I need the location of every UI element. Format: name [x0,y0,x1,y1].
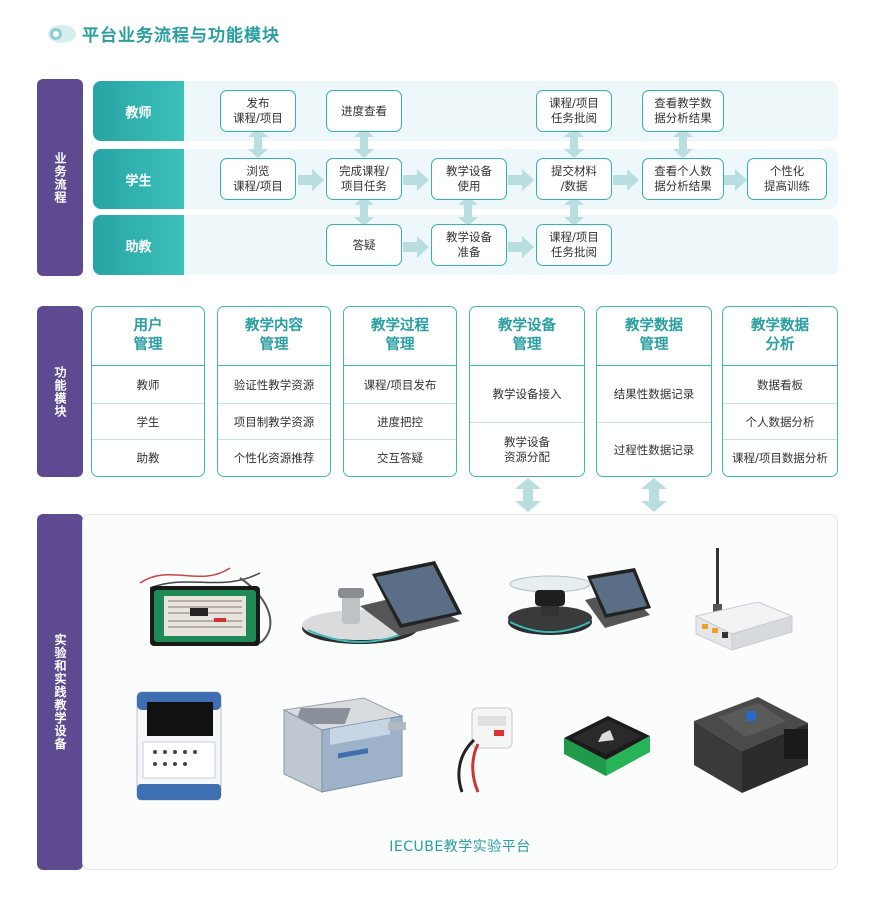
flow-box-qa: 答疑 [326,224,402,266]
current-probe-icon [457,707,513,793]
module-item: 个人数据分析 [723,403,837,440]
square-device-icon [564,716,650,776]
modules-sidebar: 功能模块 [37,306,83,477]
platform-label: IECUBE教学实验平台 [389,839,531,855]
module-item: 课程/项目数据分析 [723,439,837,476]
double-arrow-icon [248,128,268,158]
flow-box-personal-analysis: 查看个人数 据分析结果 [642,158,724,200]
right-arrow-icon [613,169,639,191]
module-title: 教学内容 管理 [218,307,330,366]
module-device-management: 教学设备 管理 教学设备接入 教学设备 资源分配 [469,306,585,477]
module-title: 教学数据 分析 [723,307,837,366]
business-flow-sidebar: 业务流程 [37,79,83,276]
breadboard-kit-icon [139,567,272,646]
module-process-management: 教学过程 管理 课程/项目发布 进度把控 交互答疑 [343,306,457,477]
module-item: 助教 [92,439,204,476]
flow-box-device-prep: 教学设备 准备 [431,224,507,266]
double-arrow-icon [564,196,584,226]
module-item: 个性化资源推荐 [218,439,330,476]
module-data-analysis: 教学数据 分析 数据看板 个人数据分析 课程/项目数据分析 [722,306,838,477]
flow-box-progress-view: 进度查看 [326,90,402,132]
module-item: 教学设备接入 [492,387,562,401]
module-title: 教学设备 管理 [470,307,584,366]
lane-label-teacher: 教师 [93,81,184,141]
lane-label-ta: 助教 [93,215,184,275]
right-arrow-icon [721,169,747,191]
flow-box-ta-review: 课程/项目 任务批阅 [536,224,612,266]
modules-label: 功能模块 [53,365,67,418]
right-arrow-icon [403,169,429,191]
double-arrow-icon [515,478,541,512]
double-arrow-icon [354,196,374,226]
business-flow-label: 业务流程 [53,151,67,204]
double-arrow-icon [673,128,693,158]
lane-teacher [93,81,838,141]
module-content-management: 教学内容 管理 验证性教学资源 项目制教学资源 个性化资源推荐 [217,306,331,477]
module-item: 教师 [136,377,160,392]
flow-box-teacher-review: 课程/项目 任务批阅 [536,90,612,132]
module-title: 教学过程 管理 [344,307,456,366]
module-item: 学生 [92,403,204,440]
module-data-management: 教学数据 管理 结果性数据记录 过程性数据记录 [596,306,712,477]
drone-station-icon [508,568,651,635]
module-item: 课程/项目发布 [363,377,437,392]
right-arrow-icon [403,236,429,258]
module-user-management: 用户 管理 教师 学生 助教 [91,306,205,477]
module-title: 用户 管理 [92,307,204,366]
double-arrow-icon [458,196,478,226]
right-arrow-icon [508,236,534,258]
right-arrow-icon [508,169,534,191]
module-item: 数据看板 [757,377,803,392]
module-item: 过程性数据记录 [597,422,711,476]
module-item: 教学设备 资源分配 [470,422,584,476]
flow-box-submit-material: 提交材料 /数据 [536,158,612,200]
flow-box-browse-course: 浏览 课程/项目 [220,158,296,200]
flow-box-use-device: 教学设备 使用 [431,158,507,200]
module-item: 结果性数据记录 [613,387,695,401]
radio-box-icon [694,548,794,651]
module-item: 验证性教学资源 [233,377,315,392]
lane-label-student: 学生 [93,149,184,209]
devices-label: 实验和实践教学设备 [53,633,67,751]
module-item: 项目制教学资源 [218,403,330,440]
double-arrow-icon [564,128,584,158]
devices-sidebar: 实验和实践教学设备 [37,514,83,870]
flow-box-personal-training: 个性化 提高训练 [747,158,827,200]
case-box-icon [282,697,406,793]
title-bullet-icon [48,25,76,43]
double-arrow-icon [641,478,667,512]
flow-box-publish-course: 发布 课程/项目 [220,90,296,132]
module-title: 教学数据 管理 [597,307,711,366]
module-item: 交互答疑 [344,439,456,476]
daq-device-icon [694,697,808,793]
test-cabinet-icon [136,691,222,801]
right-arrow-icon [298,169,324,191]
flow-box-complete-task: 完成课程/ 项目任务 [326,158,402,200]
tablet-station-icon [302,561,462,644]
double-arrow-icon [354,128,374,158]
module-item: 进度把控 [344,403,456,440]
page-title: 平台业务流程与功能模块 [82,26,280,46]
flow-box-teaching-analysis: 查看教学数 据分析结果 [642,90,724,132]
